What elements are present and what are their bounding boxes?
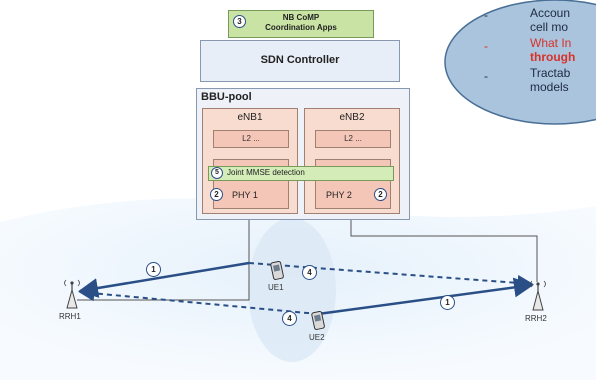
callout-bullet-3-dash: - <box>484 69 488 83</box>
rrh2-label: RRH2 <box>525 314 547 323</box>
marker-link-ue2-rrh1: 4 <box>282 311 297 326</box>
apps-box-line2: Coordination Apps <box>265 23 337 32</box>
joint-mmse-bar: 5 Joint MMSE detection <box>208 166 394 181</box>
enb1-phy-label: PHY 1 <box>232 190 258 200</box>
apps-box-line1: NB CoMP <box>282 13 320 22</box>
rrh1-antenna-icon <box>64 279 80 309</box>
marker-5: 5 <box>211 167 223 179</box>
callout-bullet-1-dash: - <box>484 8 488 22</box>
callout-bubble <box>444 0 596 125</box>
sdn-controller-box: SDN Controller <box>200 40 400 82</box>
enb2-box: eNB2 L2 ... PHY 2 2 <box>304 108 400 214</box>
fronthaul-enb1 <box>77 216 250 301</box>
link-rrh1-ue1 <box>78 261 250 298</box>
enb1-phy-marker: 2 <box>210 188 223 201</box>
ue2-label: UE2 <box>309 333 325 342</box>
enb1-label: eNB1 <box>237 112 263 123</box>
sdn-controller-label: SDN Controller <box>260 54 340 66</box>
enb2-label: eNB2 <box>339 112 365 123</box>
bbu-pool-label: BBU-pool <box>201 91 252 103</box>
rrh1-label: RRH1 <box>59 312 81 321</box>
callout-bullet-2-line1: What In <box>530 36 572 50</box>
ue1-phone-icon <box>270 261 284 280</box>
coordination-apps-box: 3 NB CoMP Coordination Apps <box>228 10 374 38</box>
marker-link-rrh1-ue1: 1 <box>146 262 161 277</box>
link-ue2-rrh2 <box>317 277 534 316</box>
enb2-l2-label: L2 ... <box>344 134 362 143</box>
enb1-l2-box: L2 ... <box>213 130 289 148</box>
enb2-l2-box: L2 ... <box>315 130 391 148</box>
marker-link-ue1-rrh2: 4 <box>302 265 317 280</box>
callout-bullet-1-line2: cell mo <box>530 20 569 34</box>
marker-link-ue2-rrh2: 1 <box>440 295 455 310</box>
fronthaul-enb2 <box>350 216 538 282</box>
callout-bullet-3-line1: Tractab <box>530 66 571 80</box>
enb2-phy-marker: 2 <box>374 188 387 201</box>
link-ue2-rrh1 <box>78 285 319 315</box>
callout-text: - Accoun cell mo - What In through - Tra… <box>484 6 596 116</box>
callout-bullet-1-line1: Accoun <box>530 6 571 20</box>
callout-bullet-2-dash: - <box>484 39 488 53</box>
callout-bullet-2-line2: through <box>530 50 576 64</box>
enb1-box: eNB1 L2 ... 2 PHY 1 <box>202 108 298 214</box>
link-ue1-rrh2 <box>248 262 534 291</box>
ue2-phone-icon <box>311 311 325 330</box>
enb2-phy-label: PHY 2 <box>326 190 352 200</box>
rrh2-antenna-icon <box>530 280 546 311</box>
marker-3: 3 <box>233 15 246 28</box>
joint-mmse-label: Joint MMSE detection <box>227 168 305 177</box>
enb1-l2-label: L2 ... <box>242 134 260 143</box>
ue1-label: UE1 <box>268 283 284 292</box>
callout-bullet-3-line2: models <box>530 80 569 94</box>
